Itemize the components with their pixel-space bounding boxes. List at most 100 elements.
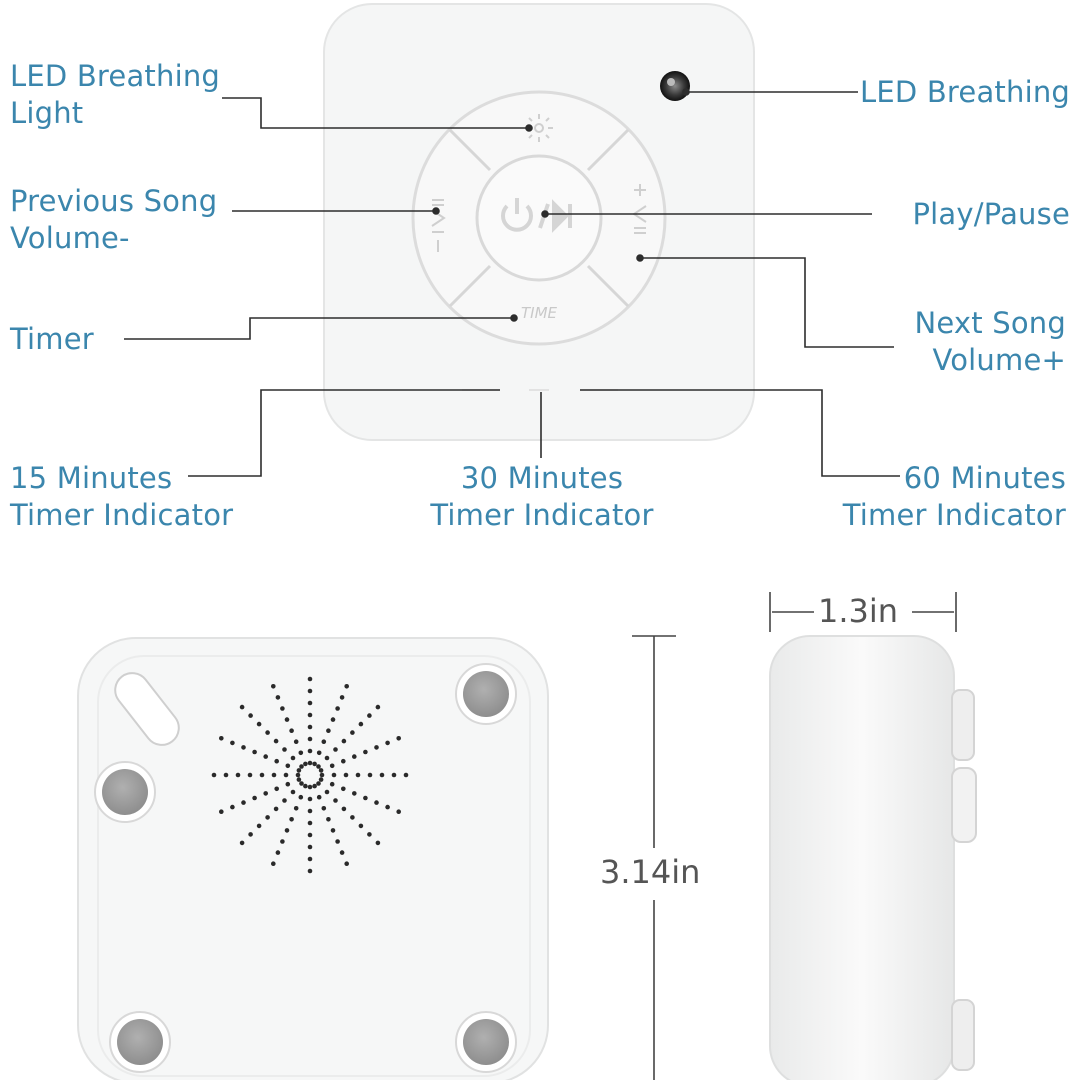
grille-hole: [307, 856, 313, 862]
grille-hole: [331, 772, 337, 778]
grille-hole: [252, 795, 257, 801]
grille-hole: [307, 676, 313, 682]
grille-hole: [219, 736, 224, 741]
grille-hole: [335, 706, 340, 711]
grille-hole: [339, 695, 345, 700]
led-breathing-right-callout: LED Breathing: [860, 75, 1071, 109]
grille-hole: [256, 823, 262, 829]
grille-hole: [321, 739, 327, 744]
grille-hole: [285, 763, 291, 769]
grille-hole: [318, 777, 324, 782]
grille-hole: [307, 832, 313, 838]
grille-hole: [385, 740, 390, 746]
grille-hole: [280, 839, 285, 844]
grille-hole: [352, 791, 357, 796]
grille-hole: [307, 688, 313, 694]
time-button[interactable]: TIME: [521, 304, 558, 322]
grille-hole: [324, 755, 330, 761]
grille-hole: [285, 781, 291, 787]
grille-hole: [274, 786, 280, 792]
grille-hole: [271, 684, 276, 689]
side-view: [769, 635, 977, 1080]
grille-hole: [280, 706, 285, 711]
grille-hole: [350, 730, 355, 735]
timer-callout: Timer: [10, 322, 94, 356]
grille-hole: [307, 724, 313, 730]
grille-hole: [298, 750, 304, 756]
grille-hole: [358, 721, 364, 727]
grille-hole: [350, 815, 355, 820]
grille-hole: [344, 684, 350, 689]
grille-hole: [307, 760, 313, 766]
height-dimension-label: 3.14in: [600, 853, 701, 891]
grille-hole: [375, 840, 381, 846]
15-minutes-callout: 15 Minutes Timer Indicator: [10, 461, 234, 532]
grille-hole: [341, 758, 346, 764]
grille-hole: [307, 796, 313, 802]
grille-hole: [263, 754, 269, 759]
grille-hole: [296, 768, 302, 773]
grille-hole: [312, 761, 317, 767]
grille-hole: [403, 772, 409, 778]
grille-hole: [307, 736, 313, 742]
grille-hole: [303, 783, 308, 789]
grille-hole: [358, 823, 364, 829]
grille-hole: [256, 721, 262, 727]
grille-hole: [367, 772, 373, 778]
grille-hole: [307, 808, 313, 814]
grille-hole: [341, 738, 347, 744]
grille-hole: [318, 768, 324, 773]
grille-hole: [316, 764, 321, 769]
hanging-slot: [114, 672, 180, 746]
grille-hole: [333, 798, 338, 803]
grille-hole: [290, 755, 296, 761]
grille-hole: [367, 832, 372, 837]
grille-hole: [275, 850, 281, 855]
grille-hole: [282, 798, 287, 803]
grille-hole: [396, 736, 402, 741]
led-light: [660, 71, 690, 101]
time-label: TIME: [521, 304, 558, 322]
grille-hole: [284, 717, 290, 722]
grille-hole: [396, 809, 402, 814]
grille-hole: [263, 791, 269, 796]
grille-hole: [374, 800, 379, 805]
grille-hole: [275, 695, 281, 700]
grille-hole: [223, 772, 229, 778]
grille-hole: [211, 772, 217, 778]
grille-hole: [239, 704, 245, 710]
grille-hole: [324, 789, 330, 795]
grille-hole: [363, 795, 368, 801]
grille-hole: [265, 730, 270, 735]
grille-hole: [307, 784, 313, 790]
grille-hole: [283, 772, 289, 778]
grille-hole: [375, 704, 381, 710]
grille-hole: [273, 738, 279, 744]
grille-hole: [252, 749, 257, 755]
grille-hole: [299, 781, 304, 786]
dimension-lines: [632, 592, 957, 1080]
previous-song-callout: Previous Song Volume-: [10, 184, 218, 255]
grille-hole: [241, 800, 246, 805]
grille-hole: [344, 861, 350, 866]
grille-hole: [343, 772, 349, 778]
rubber-feet: [94, 663, 517, 1073]
grille-hole: [307, 700, 313, 706]
grille-hole: [259, 772, 265, 778]
60-minutes-callout: 60 Minutes Timer Indicator: [842, 461, 1066, 532]
grille-hole: [265, 815, 270, 820]
leader-lines: [124, 88, 900, 477]
grille-hole: [219, 809, 224, 814]
grille-hole: [316, 781, 321, 786]
grille-hole: [271, 772, 277, 778]
grille-hole: [330, 828, 336, 833]
grille-hole: [379, 772, 385, 778]
play-pause-button[interactable]: [475, 154, 603, 282]
grille-hole: [274, 758, 280, 764]
grille-hole: [284, 828, 290, 833]
grille-hole: [239, 840, 245, 846]
grille-hole: [307, 868, 313, 874]
30-minutes-callout: 30 Minutes Timer Indicator: [430, 461, 654, 532]
grille-hole: [316, 750, 322, 756]
grille-hole: [352, 754, 357, 759]
